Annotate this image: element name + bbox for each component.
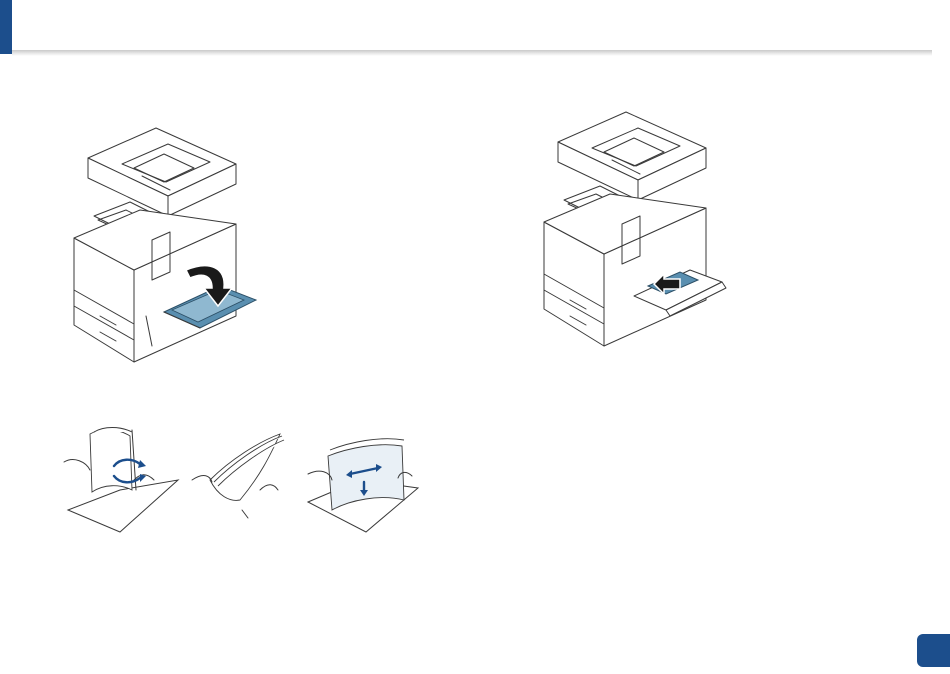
printer-tray-open-illustration: [60, 120, 260, 370]
panel-straighten-stack: [308, 439, 418, 532]
panel-flex-stack: [64, 428, 178, 533]
printer-tray-extend-illustration: [530, 104, 730, 354]
paper-fanning-illustration: [60, 420, 420, 535]
header-rule: [12, 50, 932, 56]
page-number-badge: [917, 634, 950, 667]
header-accent-bar: [0, 0, 12, 54]
panel-fan-sheet: [192, 434, 284, 518]
